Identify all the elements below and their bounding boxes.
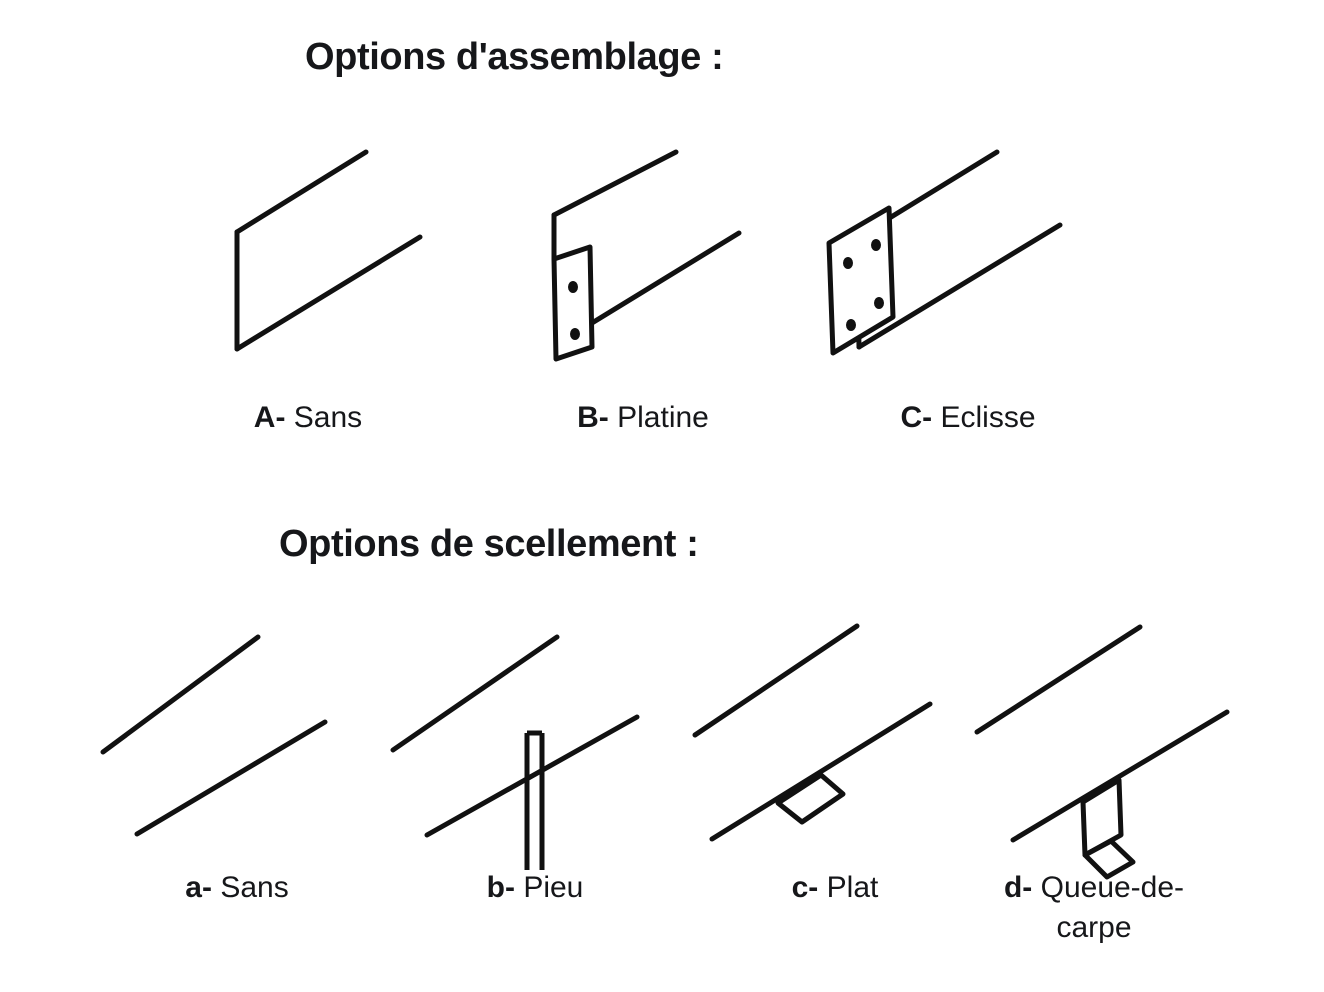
base-plate	[551, 244, 595, 362]
beam-end-base-plate-drawing	[551, 149, 742, 362]
splice-plate-bolt-holes	[843, 239, 884, 331]
caption-key-b-lower: b-	[486, 871, 515, 904]
figure-rail-plain	[85, 612, 350, 857]
caption-key-c: C-	[900, 401, 933, 434]
rail-lower-line	[134, 719, 328, 837]
figure-beam-end-base-plate	[530, 135, 765, 380]
rail-stake-drawing	[390, 634, 640, 870]
figure-beam-end-splice-plate	[815, 135, 1080, 380]
rail-flat-plate-drawing	[692, 623, 933, 842]
caption-label-c: Eclisse	[940, 401, 1036, 434]
caption-key-b: B-	[577, 401, 609, 434]
beam-end-plain-drawing	[234, 149, 423, 352]
rail-lower-line	[1010, 709, 1230, 843]
rail-upper-line	[390, 634, 560, 753]
section-title-scellement: Options de scellement :	[279, 523, 699, 565]
caption-option-b: B- Platine	[498, 398, 788, 438]
figure-beam-end-plain	[215, 135, 450, 370]
beam-end-splice-plate-drawing	[826, 149, 1063, 356]
rail-upper-line	[100, 634, 261, 755]
caption-option-c: C- Eclisse	[823, 398, 1113, 438]
caption-key-c-lower: c-	[791, 871, 819, 904]
beam-bottom-edge	[589, 230, 742, 326]
fishtail-blade	[1080, 777, 1124, 858]
caption-label-d-lower: Queue-de-carpe	[1040, 871, 1185, 944]
rail-upper-line	[692, 623, 860, 738]
base-plate-bolt-holes	[568, 281, 580, 340]
rail-upper-line	[974, 624, 1143, 735]
section-title-assemblage: Options d'assemblage :	[305, 36, 724, 78]
beam-top-edge	[551, 149, 679, 218]
caption-option-a: A- Sans	[163, 398, 453, 438]
rail-lower-line	[424, 714, 640, 838]
figure-rail-flat-plate	[690, 612, 965, 857]
caption-option-d-lower: d- Queue-de-carpe	[978, 868, 1210, 947]
caption-key-a-lower: a-	[185, 871, 212, 904]
caption-label-a-lower: Sans	[220, 871, 289, 904]
rail-lower-line	[709, 701, 933, 842]
caption-label-b-lower: Pieu	[523, 871, 584, 904]
flat-anchor-plate	[775, 772, 846, 825]
caption-label-b: Platine	[617, 401, 709, 434]
caption-label-c-lower: Plat	[826, 871, 879, 904]
stake-post	[524, 730, 545, 870]
caption-key-d-lower: d-	[1003, 871, 1033, 904]
caption-option-a-lower: a- Sans	[92, 868, 382, 908]
fishtail-foot	[1082, 838, 1136, 880]
caption-option-c-lower: c- Plat	[690, 868, 980, 908]
beam-bottom-edge	[856, 222, 1063, 350]
figure-rail-stake	[385, 612, 660, 877]
caption-key-a: A-	[253, 401, 286, 434]
beam-top-edge	[234, 149, 369, 235]
rail-fishtail-drawing	[974, 624, 1230, 880]
caption-label-a: Sans	[293, 401, 363, 434]
rail-plain-drawing	[100, 634, 328, 837]
figure-rail-fishtail	[955, 612, 1245, 880]
beam-bottom-edge	[234, 234, 423, 352]
caption-option-b-lower: b- Pieu	[390, 868, 680, 908]
